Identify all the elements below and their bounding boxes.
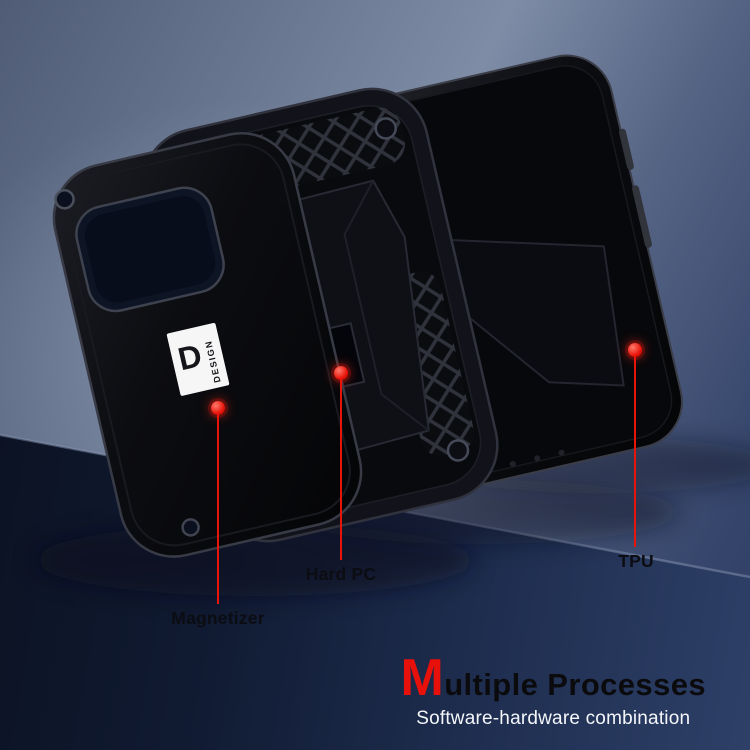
callout-label-hard-pc: Hard PC xyxy=(305,564,377,584)
lanyard-hole-top xyxy=(54,189,75,210)
callout-line-tpu xyxy=(634,356,636,547)
brand-label: D DESIGN xyxy=(166,322,230,396)
lanyard-hole-bottom xyxy=(181,518,200,537)
callout-label-tpu: TPU xyxy=(618,551,654,571)
callout-dot-tpu xyxy=(628,343,642,357)
callout-line-hard-pc xyxy=(340,379,342,560)
headline-rest: ultiple Processes xyxy=(444,667,706,702)
outer-case-layer: D DESIGN xyxy=(52,131,363,558)
callout-dot-hard-pc xyxy=(334,366,348,380)
callout-label-magnetizer: Magnetizer xyxy=(171,608,265,628)
headline-subtitle: Software-hardware combination xyxy=(416,708,691,729)
callout-line-magnetizer xyxy=(217,414,219,604)
headline-accent-letter: M xyxy=(400,649,445,707)
callout-dot-magnetizer xyxy=(211,401,225,415)
phone-side-button xyxy=(619,128,634,170)
phone-side-button xyxy=(632,185,652,248)
